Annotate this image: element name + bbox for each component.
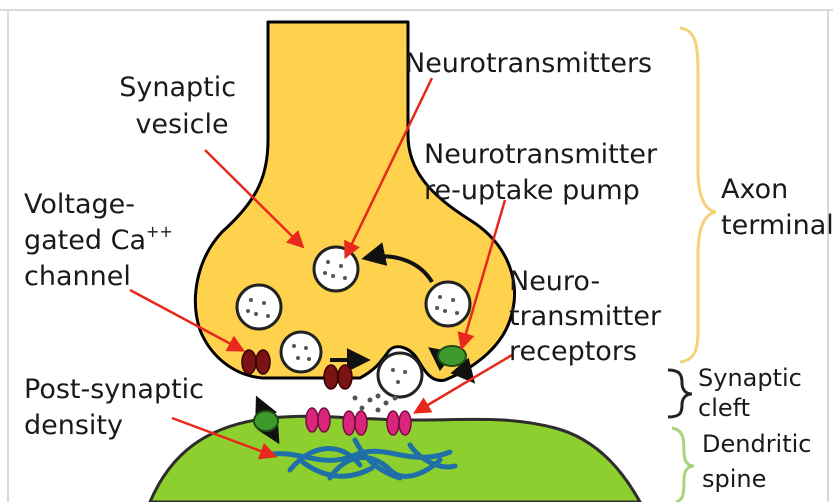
axon-terminal-brace (680, 28, 716, 362)
nt-receptors (306, 408, 411, 435)
synaptic-vesicle (237, 285, 281, 329)
synaptic-vesicle (281, 332, 321, 372)
label-voltage-gated-channel: Voltage- gated Ca++ channel (24, 189, 181, 292)
dendritic-spine-brace (672, 428, 694, 502)
postsynaptic-pump (254, 411, 278, 431)
label-axon-terminal: Axon terminal (721, 174, 833, 241)
label-nt-receptors: Neuro- transmitter receptors (509, 266, 670, 367)
synaptic-vesicle (314, 247, 358, 291)
reuptake-pump (438, 346, 466, 366)
label-neurotransmitters: Neurotransmitters (405, 48, 652, 79)
label-reuptake-pump: Neurotransmitter re-uptake pump (424, 139, 666, 206)
fusing-vesicle (378, 353, 422, 397)
label-postsynaptic-density: Post-synaptic density (24, 374, 213, 441)
synaptic-cleft-brace (668, 370, 692, 417)
synaptic-vesicle (426, 282, 470, 326)
label-dendritic-spine: Dendritic spine (702, 430, 819, 493)
label-synaptic-cleft: Synaptic cleft (698, 364, 810, 422)
label-synaptic-vesicle: Synaptic vesicle (119, 72, 244, 140)
